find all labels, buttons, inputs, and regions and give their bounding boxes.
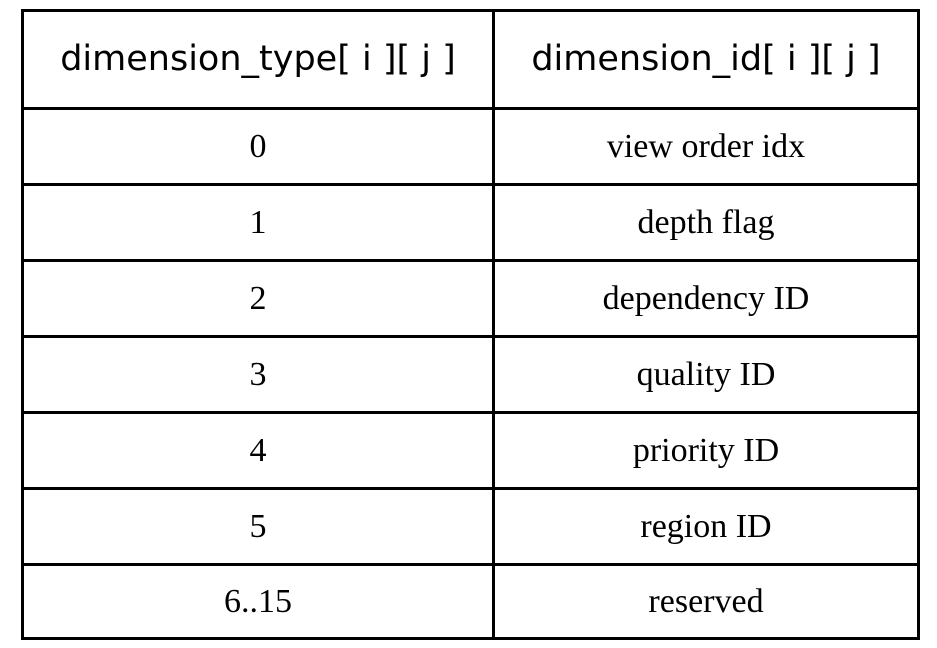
cell-dimension-type: 3	[21, 335, 495, 414]
cell-dimension-id: priority ID	[492, 411, 920, 490]
cell-dimension-type: 1	[21, 183, 495, 262]
dimension-mapping-table: dimension_type[ i ][ j ] dimension_id[ i…	[21, 9, 920, 640]
column-header-dimension-type: dimension_type[ i ][ j ]	[21, 9, 495, 110]
cell-dimension-id: view order idx	[492, 107, 920, 186]
cell-dimension-id: dependency ID	[492, 259, 920, 338]
column-header-dimension-id: dimension_id[ i ][ j ]	[492, 9, 920, 110]
cell-dimension-type: 0	[21, 107, 495, 186]
cell-dimension-type: 4	[21, 411, 495, 490]
table-row: 5 region ID	[21, 487, 920, 566]
cell-dimension-type: 2	[21, 259, 495, 338]
table-row: 2 dependency ID	[21, 259, 920, 338]
table-header-row: dimension_type[ i ][ j ] dimension_id[ i…	[21, 9, 920, 110]
table-body: 0 view order idx 1 depth flag 2 dependen…	[21, 107, 920, 640]
table-header: dimension_type[ i ][ j ] dimension_id[ i…	[21, 9, 920, 110]
cell-dimension-id: depth flag	[492, 183, 920, 262]
table-row: 1 depth flag	[21, 183, 920, 262]
table-row: 4 priority ID	[21, 411, 920, 490]
cell-dimension-id: quality ID	[492, 335, 920, 414]
table-row: 6..15 reserved	[21, 563, 920, 640]
cell-dimension-type: 6..15	[21, 563, 495, 640]
table-row: 0 view order idx	[21, 107, 920, 186]
cell-dimension-id: region ID	[492, 487, 920, 566]
cell-dimension-id: reserved	[492, 563, 920, 640]
table-row: 3 quality ID	[21, 335, 920, 414]
cell-dimension-type: 5	[21, 487, 495, 566]
